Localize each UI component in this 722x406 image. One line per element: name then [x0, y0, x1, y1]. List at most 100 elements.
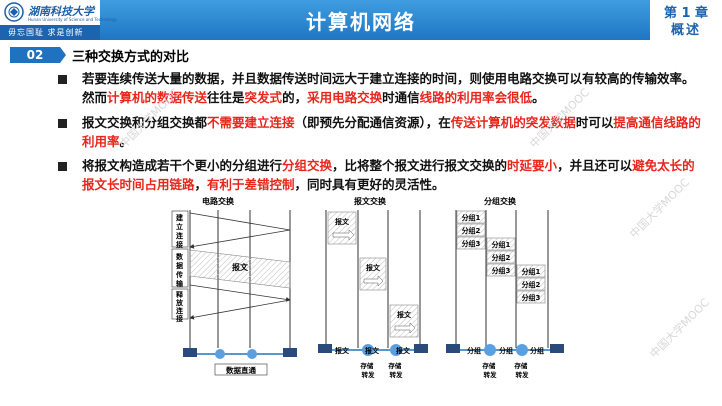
host-computer-icon [414, 344, 428, 353]
circuit-release-signals [189, 284, 291, 320]
bullet-text-3: 将报文构造成若干个更小的分组进行分组交换，比将整个报文进行报文交换的时延要小，并… [82, 156, 702, 194]
host-computer-icon [550, 344, 564, 353]
body-text: 若要连续传送大量的数据，并且数据传送时间远大于建立连接的时间，则使用电路交换可以… [82, 71, 695, 105]
message-blocks [327, 211, 419, 338]
logo-name: 湖南科技大学 [28, 5, 94, 18]
page-title: 计算机网络 [306, 10, 416, 34]
message-node-label: 报文 [365, 346, 380, 355]
section-badge-arrow [60, 47, 66, 63]
highlight-text: 突发式 [244, 90, 283, 105]
body-text: 往往是 [207, 90, 245, 105]
packet-block [516, 277, 546, 291]
university-emblem-icon [4, 2, 24, 22]
packet-block-label: 分组1 [492, 240, 511, 249]
packet-node-label: 分组 [467, 346, 481, 355]
highlight-text: 时延要小 [507, 158, 558, 173]
body-text: ， [194, 177, 208, 192]
body-text: 时可以 [575, 115, 614, 130]
chapter-number: 第 1 章 [663, 6, 709, 21]
packet-node-label: 分组 [530, 346, 544, 355]
logo-motto: 毋忘国耻 求是创新 [8, 28, 84, 37]
packet-block [456, 210, 486, 224]
highlight-text: 计算机的数据传送 [107, 90, 208, 105]
packet-block-label: 分组2 [462, 226, 481, 235]
body-text: 报文交换和分组交换都 [82, 115, 208, 130]
packet-node-label: 分组 [499, 346, 513, 355]
circuit-phase-brackets [171, 210, 189, 320]
packet-block [456, 236, 486, 250]
svg-text:存储 转发: 存储 转发 [360, 361, 375, 379]
packet-timelines [455, 210, 549, 348]
highlight-text: 不需要建立连接 [207, 115, 295, 130]
packet-block [486, 263, 516, 277]
packet-network [446, 344, 564, 356]
highlight-text: 分组交换 [282, 158, 333, 173]
bullet-text-2: 报文交换和分组交换都不需要建立连接（即预先分配通信资源），在传送计算机的突发数据… [82, 113, 702, 151]
circuit-phase-release: 释 放 连 接 [175, 290, 185, 323]
body-text: 。 [532, 90, 545, 105]
packet-block-label: 分组1 [522, 267, 541, 276]
packet-block-label: 分组3 [492, 266, 511, 275]
circuit-phase-setup: 建 立 连 接 [176, 213, 185, 249]
host-computer-icon [283, 348, 297, 357]
packet-block [516, 264, 546, 278]
highlight-text: 有利于差错控制 [207, 177, 295, 192]
highlight-text: 避免太长的报文长时间占用链路 [82, 158, 695, 192]
bullet-text-1: 若要连续传送大量的数据，并且数据传送时间远大于建立连接的时间，则使用电路交换可以… [82, 69, 702, 107]
message-node-label: 报文 [335, 346, 350, 355]
message-block-label: 报文 [335, 217, 350, 226]
packet-block-label: 分组2 [492, 253, 511, 262]
body-text: ，比将整个报文进行报文交换的 [332, 158, 508, 173]
host-computer-icon [318, 344, 332, 353]
body-text: ，同时具有更好的灵活性。 [294, 177, 445, 192]
switch-node-icon [516, 344, 528, 356]
message-block-label: 报文 [397, 310, 412, 319]
section-title: 三种交换方式的对比 [72, 50, 190, 65]
packet-block-label: 分组2 [522, 280, 541, 289]
packet-store-forward-labels: 存储 转发 存储 转发 [482, 361, 529, 379]
circuit-data-label: 报文 [232, 262, 249, 272]
university-logo: 湖南科技大学 Hunan University of Science and T… [0, 0, 117, 40]
highlight-text: 线路的利用率会很低 [419, 90, 533, 105]
packet-title: 分组交换 [484, 196, 517, 206]
logo-subtitle: Hunan University of Science and Technolo… [28, 17, 117, 22]
packet-block-label: 分组1 [462, 213, 481, 222]
chapter-box: 第 1 章 概述 [650, 0, 722, 40]
svg-text:存储 转发: 存储 转发 [514, 361, 529, 379]
svg-text:存储 转发: 存储 转发 [482, 361, 497, 379]
body-text: 。 [119, 134, 133, 149]
section-badge: 02 [10, 47, 60, 63]
message-node-label: 报文 [396, 346, 411, 355]
svg-text:存储 转发: 存储 转发 [388, 361, 403, 379]
bullet-marker [58, 75, 67, 84]
message-title: 报文交换 [354, 196, 387, 206]
switch-node-icon [247, 349, 257, 359]
packet-block [456, 223, 486, 237]
circuit-setup-signals [189, 212, 291, 249]
message-network [318, 344, 428, 356]
packet-block [516, 290, 546, 304]
circuit-phase-transfer: 数 据 传 输 [175, 252, 185, 288]
circuit-network [183, 348, 297, 376]
header-bar: 湖南科技大学 Hunan University of Science and T… [0, 0, 722, 40]
message-store-forward-labels: 存储 转发 存储 转发 [360, 361, 403, 379]
bullet-marker [58, 119, 67, 128]
message-timelines [325, 210, 421, 348]
body-text: 将报文构造成若干个更小的分组进行 [82, 158, 283, 173]
body-text: （即预先分配通信资源），在 [294, 115, 451, 130]
highlight-text: 采用电路交换 [307, 90, 383, 105]
packet-block-label: 分组3 [522, 293, 541, 302]
circuit-title: 电路交换 [202, 196, 235, 206]
message-block-label: 报文 [366, 263, 381, 272]
bullet-marker [58, 162, 67, 171]
circuit-data-band [189, 249, 291, 289]
switch-node-icon [215, 349, 225, 359]
packet-block [486, 250, 516, 264]
packet-block [486, 237, 516, 251]
body-text: 的， [282, 90, 308, 105]
switch-node-icon [484, 344, 496, 356]
switch-node-icon [390, 344, 402, 356]
host-computer-icon [183, 348, 197, 357]
